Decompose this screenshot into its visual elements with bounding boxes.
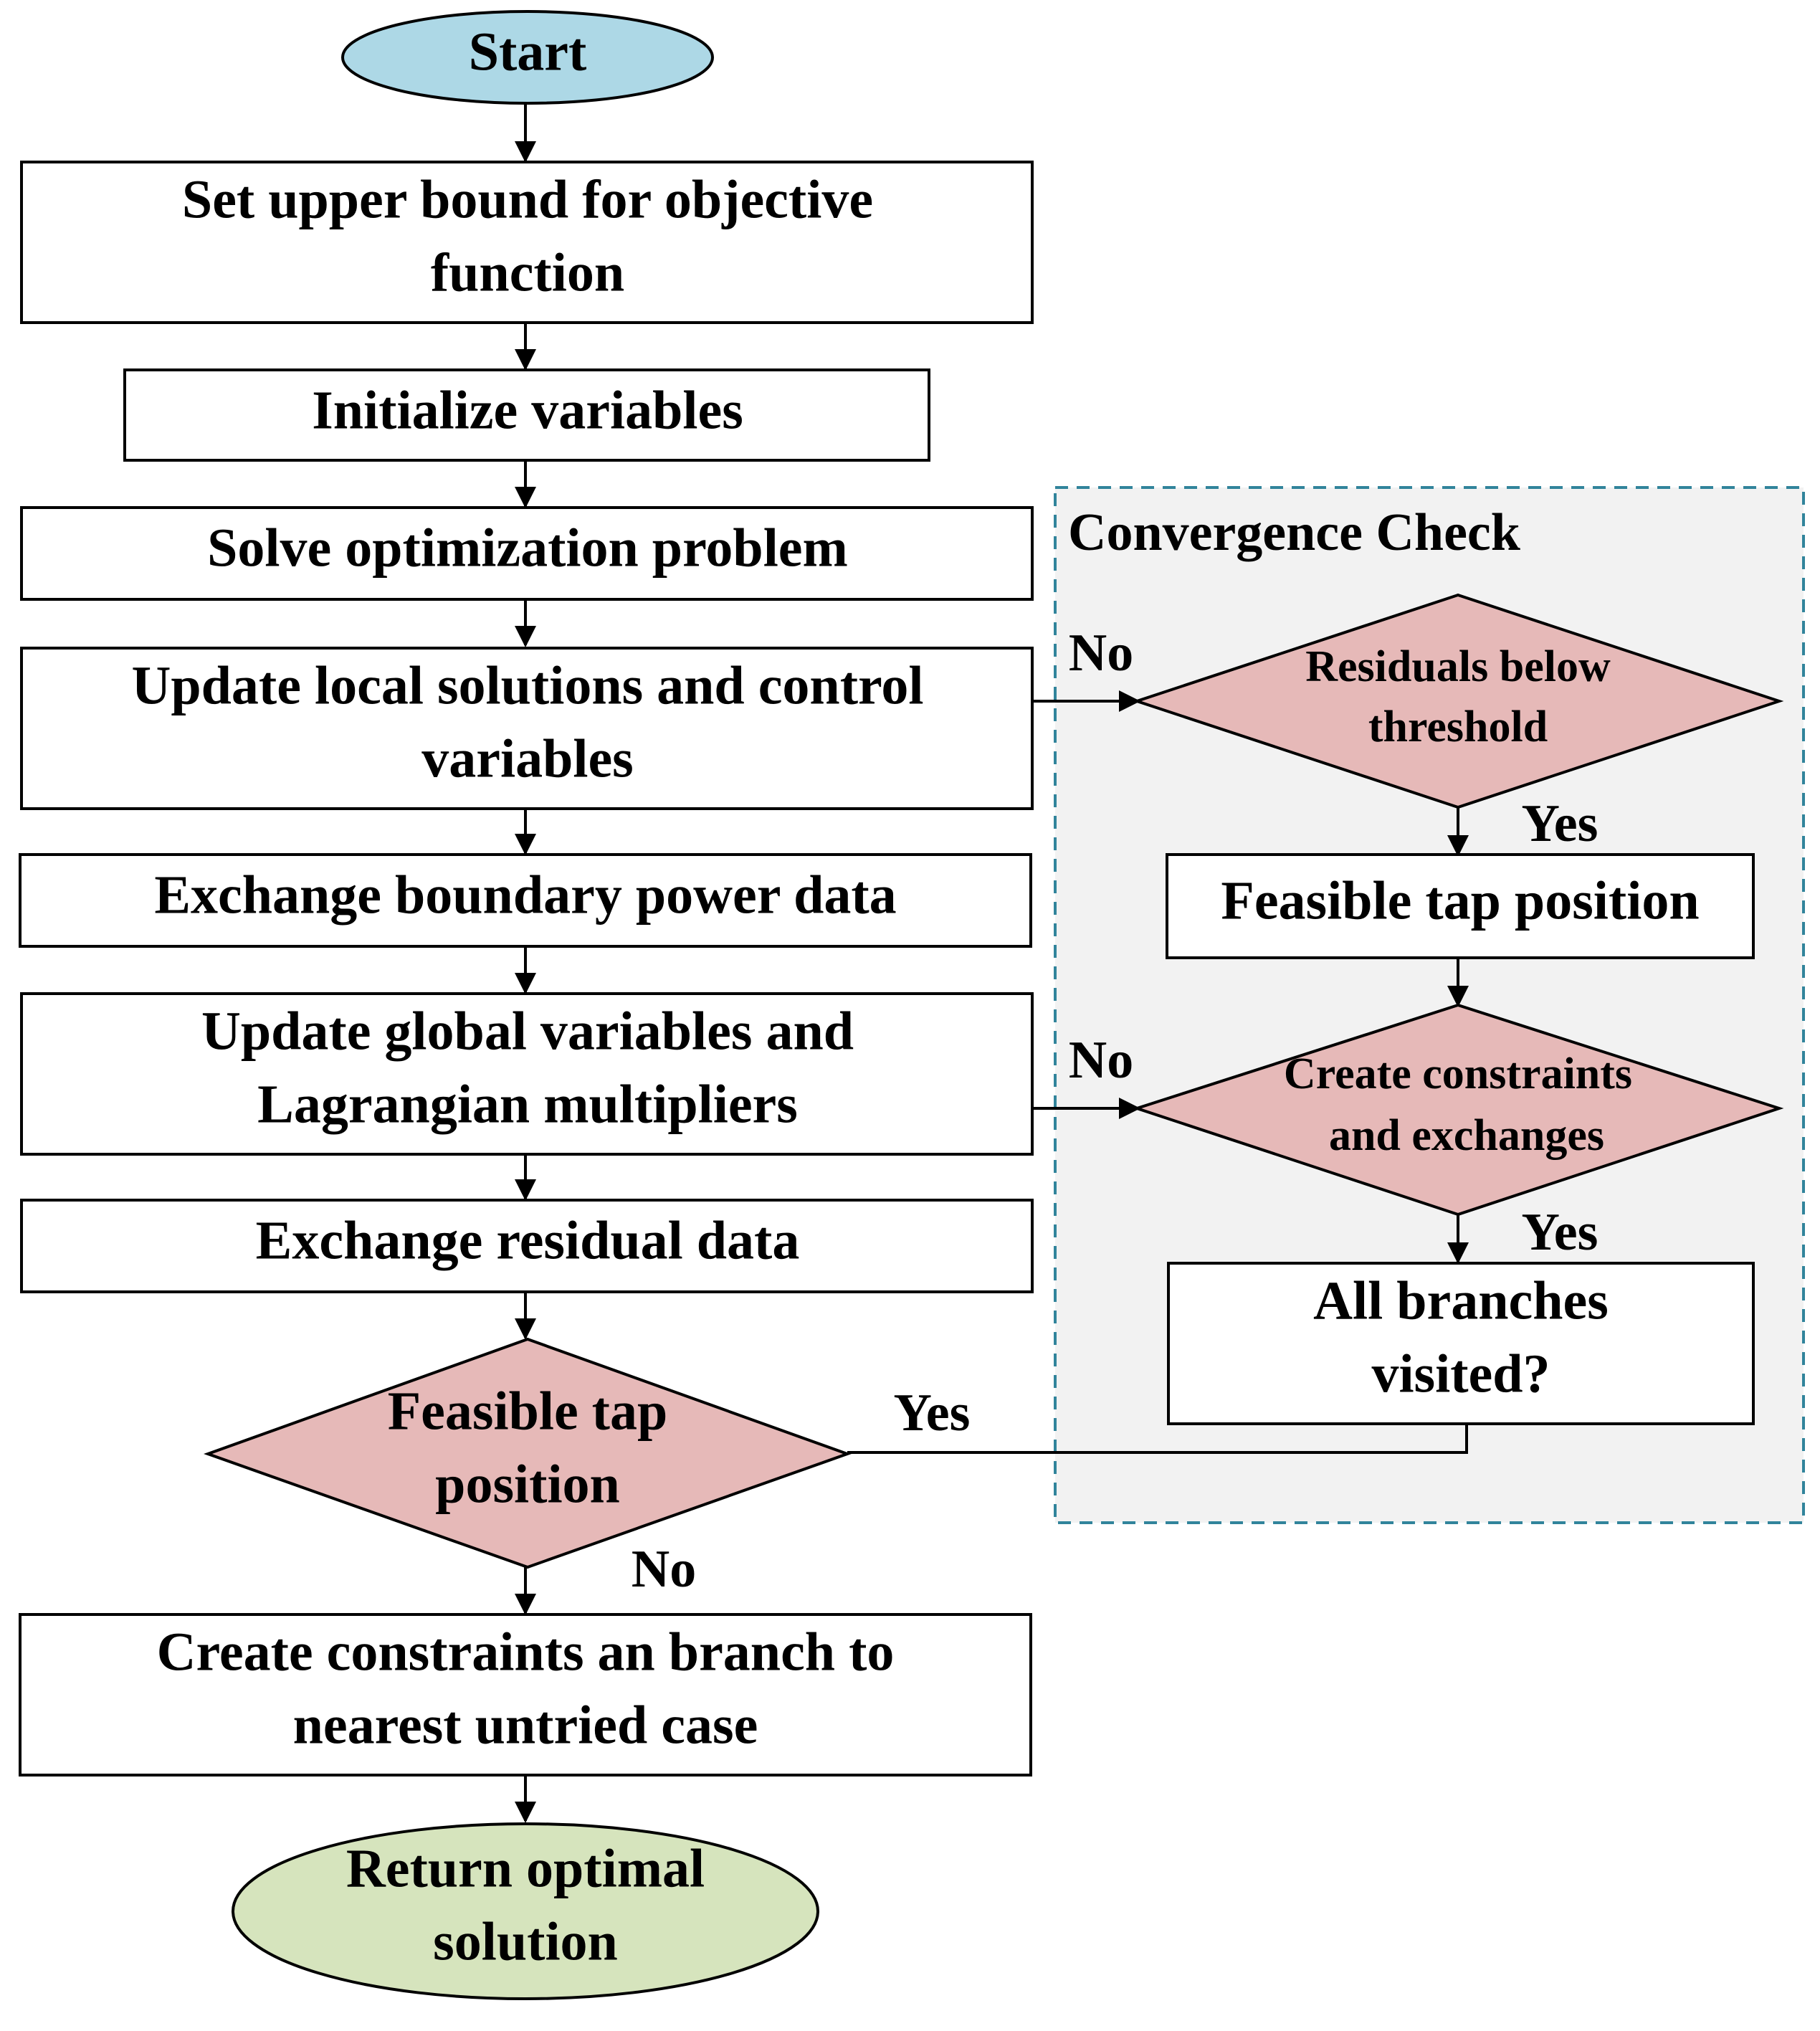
update-local-line-1: Update local solutions and control bbox=[132, 655, 924, 715]
all-branches-line-1: All branches bbox=[1313, 1270, 1609, 1331]
update-global-box bbox=[20, 992, 1034, 1156]
exchange-residual-label: Exchange residual data bbox=[256, 1210, 800, 1270]
end-line-1: Return optimal bbox=[346, 1838, 705, 1898]
exchange-boundary-box bbox=[19, 853, 1032, 948]
feasible-tap-decision bbox=[204, 1337, 852, 1569]
set-upper-bound-line-1: Set upper bound for objective bbox=[182, 169, 873, 229]
convergence-title: Convergence Check bbox=[1068, 503, 1521, 562]
residuals-decision-line-1: Residuals below bbox=[1305, 642, 1611, 691]
label-yes-residuals: Yes bbox=[1522, 794, 1599, 853]
end-terminal bbox=[232, 1822, 819, 2000]
exchange-residual-box bbox=[20, 1199, 1034, 1293]
update-local-box bbox=[20, 647, 1034, 810]
initialize-label: Initialize variables bbox=[312, 380, 743, 440]
residuals-decision bbox=[1132, 593, 1784, 809]
start-label: Start bbox=[469, 22, 587, 82]
start-terminal bbox=[341, 10, 714, 105]
constraints-decision-line-1: Create constraints bbox=[1284, 1050, 1632, 1098]
label-yes-feasible: Yes bbox=[894, 1384, 971, 1442]
solve-box bbox=[20, 506, 1034, 601]
set-upper-bound-line-2: function bbox=[431, 242, 624, 303]
convergence-arrows bbox=[847, 690, 1469, 1454]
solve-label: Solve optimization problem bbox=[207, 518, 848, 578]
feasible-tap-box-label: Feasible tap position bbox=[1221, 870, 1699, 931]
exchange-boundary-label: Exchange boundary power data bbox=[154, 865, 896, 925]
update-local-line-2: variables bbox=[421, 728, 634, 789]
initialize-box bbox=[123, 368, 930, 462]
create-branch-box bbox=[19, 1613, 1032, 1776]
end-line-2: solution bbox=[433, 1911, 618, 1971]
feasible-tap-box bbox=[1166, 853, 1755, 959]
constraints-decision bbox=[1132, 1003, 1784, 1217]
label-no-feasible: No bbox=[632, 1540, 696, 1599]
label-no-constraints: No bbox=[1069, 1031, 1133, 1090]
set-upper-bound-box bbox=[20, 161, 1034, 324]
constraints-decision-line-2: and exchanges bbox=[1329, 1111, 1604, 1160]
label-yes-constraints: Yes bbox=[1522, 1203, 1599, 1262]
residuals-decision-line-2: threshold bbox=[1368, 703, 1548, 751]
all-branches-line-2: visited? bbox=[1371, 1343, 1550, 1404]
create-branch-line-1: Create constraints an branch to bbox=[157, 1622, 895, 1682]
update-global-line-1: Update global variables and bbox=[201, 1001, 854, 1061]
feasible-tap-decision-line-1: Feasible tap bbox=[388, 1381, 668, 1441]
all-branches-box bbox=[1167, 1262, 1755, 1425]
update-global-line-2: Lagrangian multipliers bbox=[257, 1074, 798, 1134]
create-branch-line-2: nearest untried case bbox=[293, 1695, 758, 1755]
feasible-tap-decision-line-2: position bbox=[435, 1454, 620, 1514]
label-no-residuals: No bbox=[1069, 624, 1133, 682]
